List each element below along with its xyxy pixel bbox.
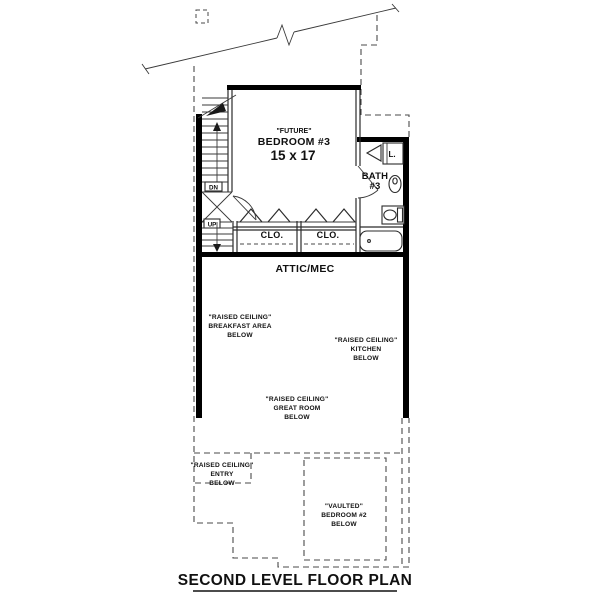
linen-closet bbox=[382, 142, 404, 165]
annotation-breakfast: "RAISED CEILING" BREAKFAST AREA BELOW bbox=[208, 314, 271, 339]
svg-text:BELOW: BELOW bbox=[209, 480, 235, 487]
linen-door-swing bbox=[365, 144, 382, 162]
annotation-great-room: "RAISED CEILING" GREAT ROOM BELOW bbox=[266, 396, 329, 421]
landing-door-arc bbox=[232, 195, 257, 221]
bedroom3-qualifier: "FUTURE" bbox=[276, 128, 311, 135]
svg-text:BELOW: BELOW bbox=[353, 355, 379, 362]
svg-text:"RAISED CEILING": "RAISED CEILING" bbox=[191, 462, 254, 469]
bath-label-line2: #3 bbox=[370, 181, 381, 192]
closet-left-label: CLO. bbox=[261, 230, 284, 240]
bedroom2-below-dashed-box bbox=[303, 457, 387, 561]
svg-text:"RAISED CEILING": "RAISED CEILING" bbox=[266, 396, 329, 403]
svg-text:BREAKFAST AREA: BREAKFAST AREA bbox=[208, 323, 271, 330]
stair-direction-arrow bbox=[206, 103, 226, 116]
plan-title: SECOND LEVEL FLOOR PLAN bbox=[178, 572, 413, 589]
svg-text:BELOW: BELOW bbox=[331, 521, 357, 528]
svg-text:GREAT ROOM: GREAT ROOM bbox=[274, 405, 321, 412]
exterior-walls bbox=[196, 85, 409, 418]
bath-top-wall bbox=[357, 137, 409, 142]
bedroom3-name: BEDROOM #3 bbox=[258, 136, 330, 148]
plan-title-block: SECOND LEVEL FLOOR PLAN bbox=[178, 572, 413, 592]
bedroom3-dims: 15 x 17 bbox=[270, 148, 315, 163]
left-wall bbox=[196, 114, 202, 418]
sink-basin bbox=[383, 209, 397, 221]
roof-cut-line bbox=[141, 3, 400, 75]
bath-door-leaf bbox=[357, 165, 379, 191]
chimney-dashed-box bbox=[195, 9, 209, 24]
interior-walls bbox=[227, 90, 361, 252]
svg-text:BELOW: BELOW bbox=[227, 332, 253, 339]
annotation-bedroom2: "VAULTED" BEDROOM #2 BELOW bbox=[321, 503, 367, 528]
svg-text:"RAISED CEILING": "RAISED CEILING" bbox=[209, 314, 272, 321]
svg-text:"VAULTED": "VAULTED" bbox=[325, 503, 363, 510]
annotation-kitchen: "RAISED CEILING" KITCHEN BELOW bbox=[335, 337, 398, 362]
stair-cut-line bbox=[197, 94, 237, 119]
bifold-closet-doors bbox=[239, 208, 356, 245]
closet-right-label: CLO. bbox=[317, 230, 340, 240]
attic-label: ATTIC/MEC bbox=[275, 263, 334, 275]
linen-label: L. bbox=[388, 150, 395, 159]
svg-text:BEDROOM #2: BEDROOM #2 bbox=[321, 512, 367, 519]
bath-door-arc bbox=[357, 189, 379, 199]
svg-text:ENTRY: ENTRY bbox=[210, 471, 234, 478]
room-labels: "FUTURE" BEDROOM #3 15 x 17 BATH #3 CLO.… bbox=[258, 128, 388, 275]
lower-level-dashed-outline bbox=[193, 9, 410, 568]
closet-bottom-wall bbox=[196, 252, 409, 257]
svg-text:KITCHEN: KITCHEN bbox=[351, 346, 382, 353]
tub-drain bbox=[367, 239, 371, 243]
bedroom-top-wall bbox=[227, 85, 361, 90]
bath-label-line1: BATH bbox=[362, 171, 388, 182]
annotations: "RAISED CEILING" BREAKFAST AREA BELOW "R… bbox=[191, 314, 398, 528]
stairs: DN UP bbox=[197, 94, 257, 252]
stair-dn-label: DN bbox=[209, 184, 218, 191]
svg-text:"RAISED CEILING": "RAISED CEILING" bbox=[335, 337, 398, 344]
svg-text:BELOW: BELOW bbox=[284, 414, 310, 421]
bath-fixtures: L. bbox=[357, 142, 405, 252]
dn-label-box bbox=[204, 181, 223, 192]
landing-door-leaf bbox=[232, 195, 257, 221]
right-wall bbox=[403, 137, 409, 418]
annotation-entry: "RAISED CEILING" ENTRY BELOW bbox=[191, 462, 254, 487]
bathtub bbox=[359, 230, 403, 252]
stair-up-label: UP bbox=[208, 221, 217, 228]
